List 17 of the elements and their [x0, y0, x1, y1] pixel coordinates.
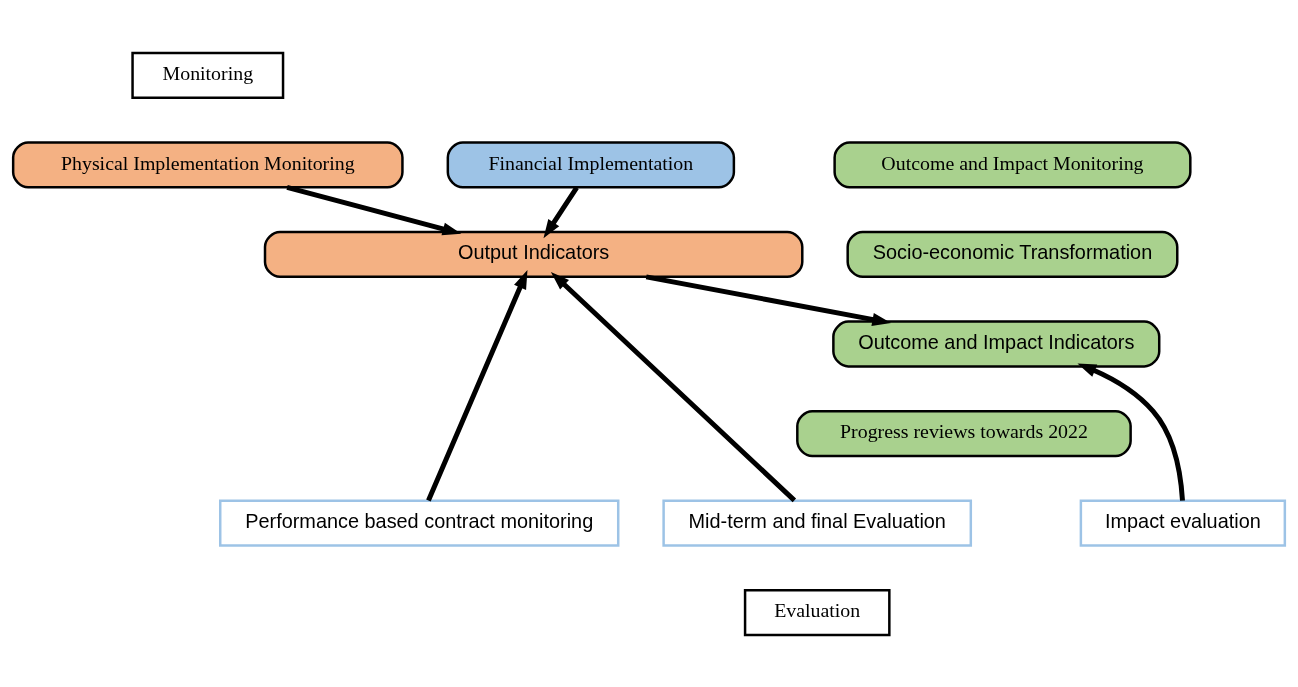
node-box: Mid-term and final Evaluation [662, 498, 973, 547]
node-box: Impact evaluation [1079, 498, 1287, 547]
arrow [1077, 363, 1185, 501]
node-box: Outcome and Impact Monitoring [833, 140, 1192, 189]
node-box: Performance based contract monitoring [219, 498, 620, 547]
arrow [550, 271, 797, 502]
node-box: Outcome and Impact Indicators [832, 319, 1161, 368]
arrow [543, 185, 579, 238]
node-box: Financial Implementation [446, 140, 736, 189]
node-box: Progress reviews towards 2022 [796, 409, 1132, 457]
arrow [426, 269, 528, 501]
arrow [286, 184, 462, 235]
node-box: Monitoring [131, 51, 285, 99]
node-box: Output Indicators [263, 230, 804, 278]
node-box: Evaluation [743, 588, 891, 636]
node-box: Socio-economic Transformation [846, 230, 1179, 278]
node-box: Physical Implementation Monitoring [11, 140, 404, 189]
